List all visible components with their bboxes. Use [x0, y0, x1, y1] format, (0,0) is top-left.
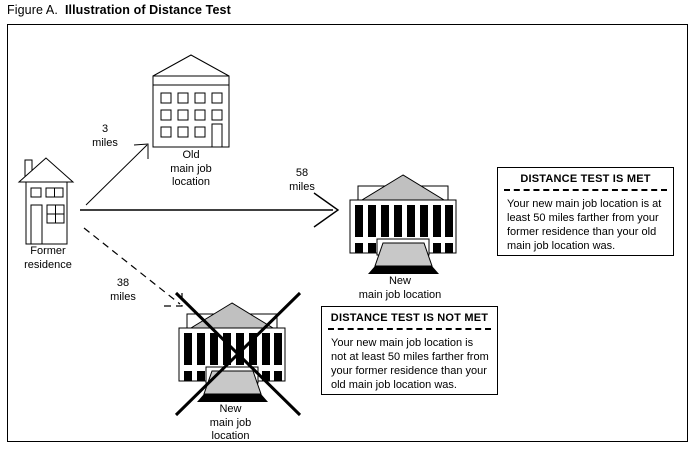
arrow-to-old-job — [85, 143, 149, 206]
page-title: Figure A. Illustration of Distance Test — [7, 3, 231, 17]
callout-distance-test-not-met: DISTANCE TEST IS NOT MET Your new main j… — [321, 306, 498, 395]
label-new-job-met-line-1: New — [388, 275, 411, 287]
courthouse-icon-met — [349, 174, 457, 274]
callout-met-body: Your new main job location is at least 5… — [498, 191, 673, 258]
callout-not-met-divider — [328, 328, 491, 330]
figure-name: Illustration of Distance Test — [64, 3, 231, 17]
callout-not-met-body: Your new main job location is not at lea… — [322, 330, 497, 397]
label-old-job-line-2: main job — [170, 162, 212, 175]
distance-label-3-miles: 3 miles — [84, 123, 126, 150]
figure-frame: Former residence Old main job location N… — [7, 24, 688, 442]
callout-met-heading: DISTANCE TEST IS MET — [520, 173, 651, 185]
crossed-out-marker — [174, 291, 302, 417]
callout-not-met-body-line-1: Your new main job location is — [331, 337, 474, 349]
callout-met-divider — [504, 189, 667, 191]
callout-not-met-body-line-2: not at least 50 miles farther from — [331, 351, 489, 363]
callout-not-met-body-line-3: your former residence than your — [331, 365, 487, 377]
distance-label-58-miles: 58 miles — [280, 167, 324, 194]
callout-not-met-heading: DISTANCE TEST IS NOT MET — [330, 312, 489, 324]
callout-met-body-line-3: former residence than your old — [507, 226, 657, 238]
callout-met-body-line-1: Your new main job location is at — [507, 198, 662, 210]
arrow-to-new-job-not-met — [83, 227, 183, 307]
label-old-job-line-1: Old — [182, 149, 200, 161]
label-new-job-not-met-line-3: location — [211, 430, 250, 442]
callout-met-body-line-4: main job location was. — [507, 240, 616, 252]
label-new-job-not-met: New main job location — [188, 403, 273, 444]
callout-distance-test-met: DISTANCE TEST IS MET Your new main job l… — [497, 167, 674, 256]
distance-38-miles-unit: miles — [110, 290, 136, 303]
distance-label-38-miles: 38 miles — [101, 277, 145, 304]
figure-label: Figure A. — [7, 3, 58, 17]
label-old-job-location: Old main job location — [151, 149, 231, 190]
label-former-residence-line-1: Former — [30, 245, 66, 257]
distance-3-miles-value: 3 — [101, 123, 109, 135]
label-new-job-met-line-2: main job location — [358, 288, 442, 301]
label-new-job-met: New main job location — [341, 275, 459, 302]
courthouse-icon-not-met — [174, 291, 302, 417]
office-building-icon — [152, 54, 230, 148]
arrow-to-new-job-met — [80, 192, 340, 228]
label-new-job-not-met-line-2: main job — [209, 416, 252, 429]
label-former-residence: Former residence — [8, 245, 88, 272]
diagram-vector-layer — [17, 54, 457, 417]
distance-58-miles-unit: miles — [289, 180, 315, 193]
distance-38-miles-value: 38 — [116, 277, 130, 289]
callout-not-met-body-line-4: old main job location was. — [331, 379, 457, 391]
house-icon — [17, 157, 75, 245]
label-new-job-not-met-line-1: New — [219, 403, 242, 415]
distance-3-miles-unit: miles — [92, 136, 118, 149]
label-old-job-line-3: location — [172, 176, 210, 188]
diagram-canvas: Former residence Old main job location N… — [8, 25, 687, 444]
label-former-residence-line-2: residence — [24, 258, 72, 271]
distance-58-miles-value: 58 — [295, 167, 309, 179]
callout-met-body-line-2: least 50 miles farther from your — [507, 212, 659, 224]
